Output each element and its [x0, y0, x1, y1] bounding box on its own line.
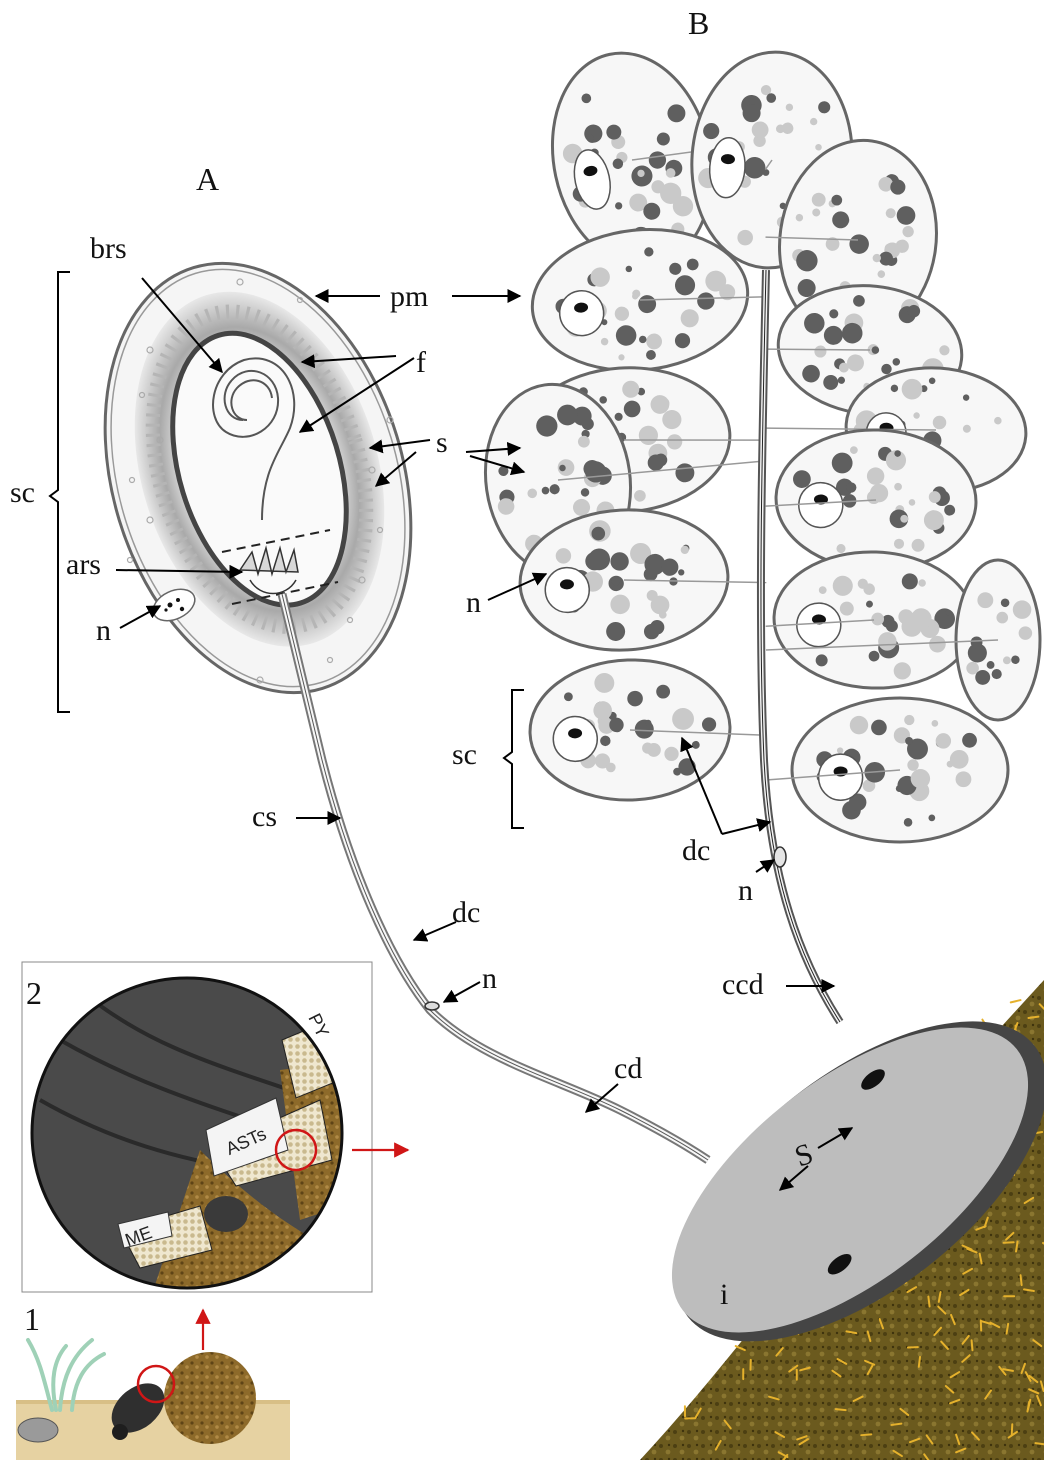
bracket-sc-a: [50, 272, 70, 712]
bracket-sc-b: [504, 690, 524, 828]
secretory-granule: [905, 737, 913, 745]
secretory-granule: [1019, 626, 1033, 640]
panel-label-2: 2: [26, 975, 42, 1011]
seta: [1011, 1000, 1021, 1002]
secretory-granule: [950, 750, 969, 769]
label-dc-b: dc: [682, 834, 710, 867]
secretory-granule: [936, 733, 951, 748]
label-sc-a: sc: [10, 476, 35, 509]
label-f: f: [416, 346, 426, 379]
label-i: i: [720, 1278, 728, 1311]
label-pm: pm: [390, 280, 428, 313]
secretory-granule: [904, 715, 914, 725]
duct-cell-nucleus-b: [774, 847, 786, 867]
panel-label-b: B: [688, 5, 709, 41]
secretory-granule: [907, 759, 918, 770]
seta: [1028, 1017, 1038, 1018]
panel-b-cell-cluster: [473, 26, 1040, 842]
dung-ball: [164, 1352, 256, 1444]
label-s: s: [436, 426, 448, 459]
secretory-granule: [992, 669, 1002, 679]
label-brs: brs: [90, 232, 127, 265]
secretory-granule: [1011, 656, 1019, 664]
seta: [928, 1297, 929, 1307]
secretory-granule: [904, 818, 913, 827]
secretory-cell-b: [528, 655, 769, 803]
panel-label-a: A: [196, 161, 219, 197]
nucleus-b: [553, 716, 599, 762]
secretory-granule: [911, 769, 930, 788]
secretory-granule: [996, 612, 1008, 624]
label-ccd: ccd: [722, 968, 764, 1001]
seta: [1035, 1443, 1044, 1444]
seta: [892, 1424, 902, 1425]
label-n-b-cell: n: [466, 586, 481, 619]
secretory-cell-b: [766, 698, 1008, 842]
secretory-granule: [966, 662, 979, 675]
nucleus-b: [819, 754, 863, 800]
secretory-granule: [1013, 600, 1032, 619]
secretory-granule: [850, 716, 868, 734]
label-n-a-duct: n: [482, 962, 497, 995]
secretory-granule: [962, 733, 977, 748]
duct-cell-nucleus-a: [425, 1002, 439, 1010]
label-cd: cd: [614, 1052, 642, 1085]
secretory-granule: [871, 720, 887, 736]
seta: [1021, 1275, 1022, 1285]
secretory-granule: [987, 661, 995, 669]
label-sc-b: sc: [452, 738, 477, 771]
secretory-granule: [956, 771, 972, 787]
seta: [1012, 1424, 1013, 1434]
inset-1-beetle-scene: [16, 1340, 290, 1460]
secretory-granule: [837, 747, 843, 753]
seta: [836, 1409, 846, 1410]
seta: [972, 1340, 973, 1350]
secretory-granule: [977, 592, 993, 608]
label-n-b-duct: n: [738, 874, 753, 907]
label-n-a: n: [96, 614, 111, 647]
nucleus-b: [798, 482, 844, 528]
seta: [861, 1434, 871, 1435]
label-dc-a: dc: [452, 896, 480, 929]
label-cs: cs: [252, 800, 277, 833]
secretory-granule: [1003, 656, 1011, 664]
secretory-granule: [1001, 598, 1010, 607]
secretory-cell-b: [764, 548, 977, 691]
panel-label-1: 1: [24, 1301, 40, 1337]
nucleus-b: [796, 602, 841, 647]
label-ars: ars: [66, 548, 101, 581]
secretory-granule: [971, 636, 983, 648]
seta: [919, 1357, 920, 1367]
secretory-granule: [928, 815, 935, 822]
secretory-granule: [975, 670, 990, 685]
secretory-granule: [932, 720, 939, 727]
